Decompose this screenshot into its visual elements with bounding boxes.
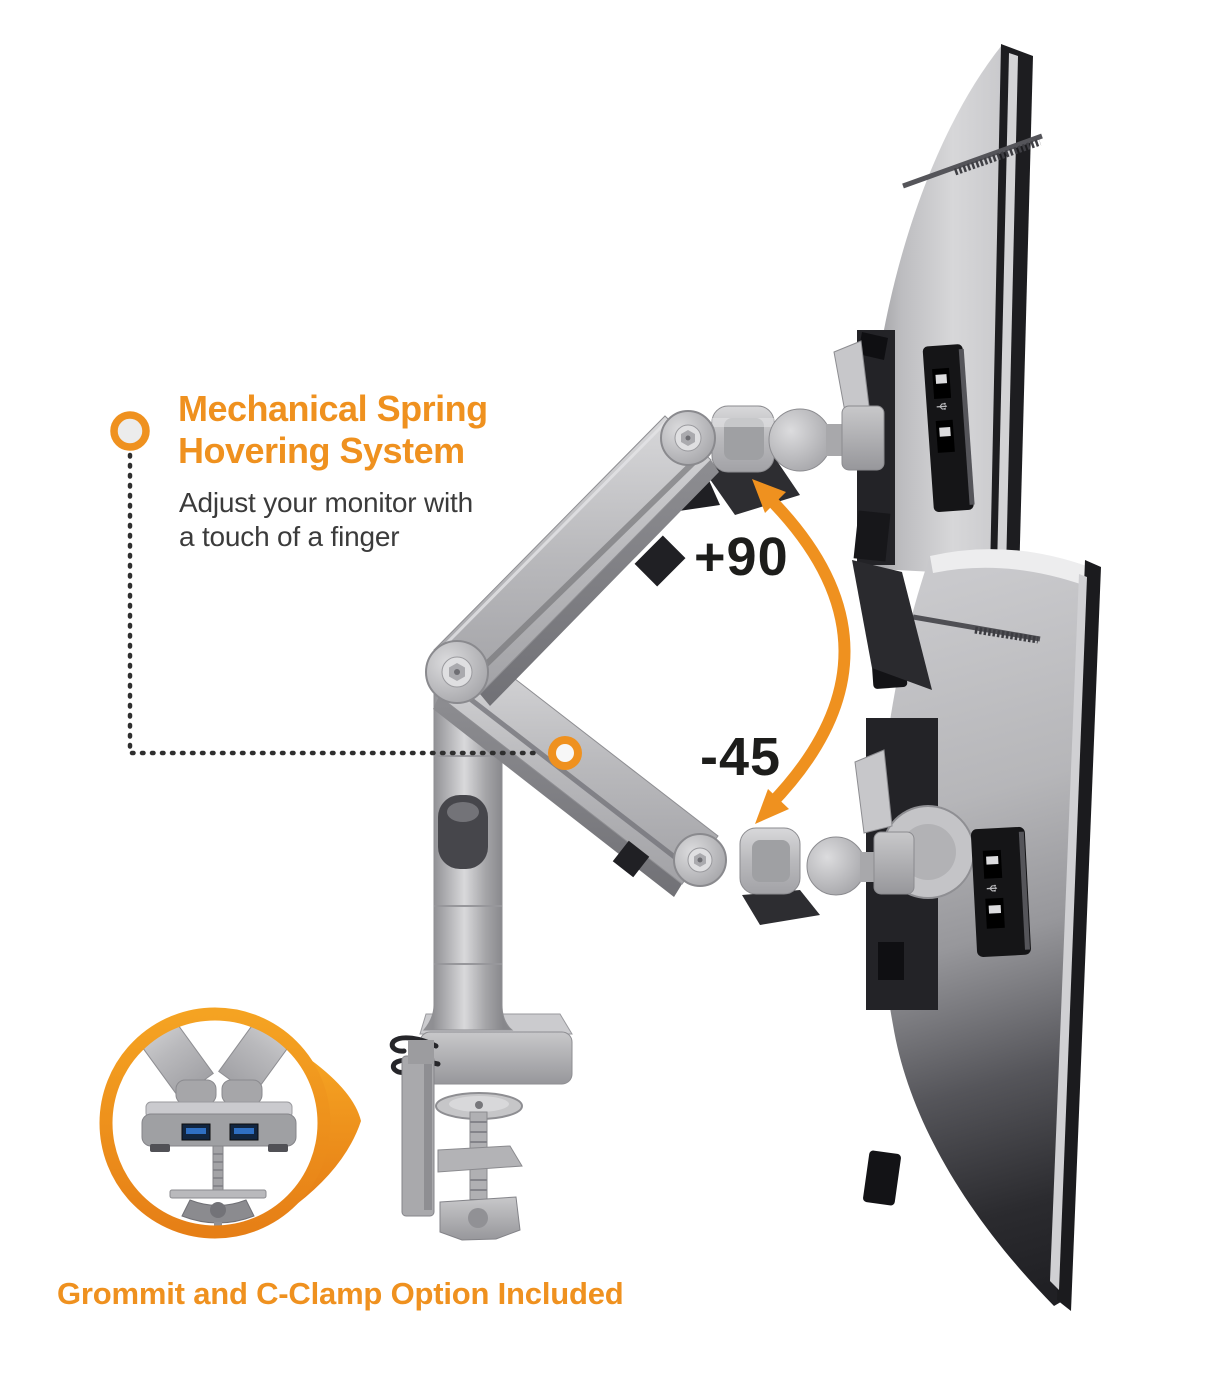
mount-options-caption: Grommit and C-Clamp Option Included bbox=[57, 1276, 624, 1311]
monitor-gap-shadow bbox=[852, 560, 932, 690]
rotation-arrow bbox=[762, 491, 851, 811]
annotations bbox=[110, 411, 851, 824]
grommet-rod bbox=[212, 1145, 224, 1193]
upper-monitor-vesa-tab bbox=[858, 332, 888, 360]
upper-monitor-vent-hatch bbox=[953, 138, 1042, 176]
elbow-joint bbox=[425, 640, 489, 704]
rotation-arrowhead-up bbox=[752, 479, 786, 513]
feature-title: Mechanical Spring Hovering System bbox=[178, 388, 488, 472]
lower-monitor-top-edge bbox=[930, 549, 1089, 586]
upper-arm-cable-clip bbox=[634, 535, 686, 587]
lower-monitor-usb-panel bbox=[970, 826, 1031, 957]
desk-mount bbox=[389, 689, 573, 1241]
upper-arm-side bbox=[480, 460, 719, 706]
lower-arm-cable-clip bbox=[612, 840, 650, 878]
rotation-arrowhead-down bbox=[755, 789, 789, 824]
upper-monitor-vent-slot bbox=[902, 133, 1043, 189]
lower-monitor-bezel-edge bbox=[1057, 560, 1101, 1311]
mount-block bbox=[419, 1031, 573, 1085]
lower-ball-joint bbox=[806, 836, 866, 896]
callout-leader-line bbox=[127, 452, 540, 756]
feature-description-line2: a touch of a finger bbox=[179, 521, 400, 552]
feature-description-line1: Adjust your monitor with bbox=[179, 487, 473, 518]
feature-title-line2: Hovering System bbox=[178, 430, 465, 471]
upper-monitor bbox=[833, 44, 1043, 580]
lower-monitor-release-lever bbox=[854, 749, 893, 834]
feature-description: Adjust your monitor with a touch of a fi… bbox=[179, 486, 473, 554]
lower-arm-side bbox=[433, 696, 682, 897]
grommet-plate bbox=[169, 1189, 267, 1199]
callout-ring-marker bbox=[110, 411, 150, 451]
upper-ball-joint bbox=[768, 408, 832, 472]
monitor-arms bbox=[425, 410, 727, 897]
upper-monitor-usb-panel bbox=[922, 344, 975, 512]
lower-arm-joint bbox=[673, 833, 727, 887]
tilt-up-angle-label: +90 bbox=[694, 527, 789, 587]
lower-monitor-vesa-tab bbox=[878, 942, 904, 980]
grommet-inset bbox=[99, 1007, 361, 1239]
upper-monitor-bottom-tab bbox=[853, 510, 891, 562]
lower-monitor-vent-hatch bbox=[974, 626, 1039, 644]
upper-arm-joint bbox=[660, 410, 716, 466]
upper-arm-hinge bbox=[660, 405, 885, 515]
clamp-arm bbox=[437, 1145, 523, 1173]
tilt-down-angle-label: -45 bbox=[700, 727, 782, 787]
inset-ring bbox=[99, 1007, 331, 1239]
feature-title-line1: Mechanical Spring bbox=[178, 388, 488, 429]
lower-arm-hinge bbox=[739, 827, 915, 925]
lower-monitor-edge-highlight bbox=[1050, 574, 1087, 1290]
lower-monitor-vesa-tab bbox=[863, 1150, 901, 1206]
upper-monitor-edge-highlight bbox=[997, 53, 1018, 572]
lower-monitor bbox=[854, 549, 1101, 1311]
